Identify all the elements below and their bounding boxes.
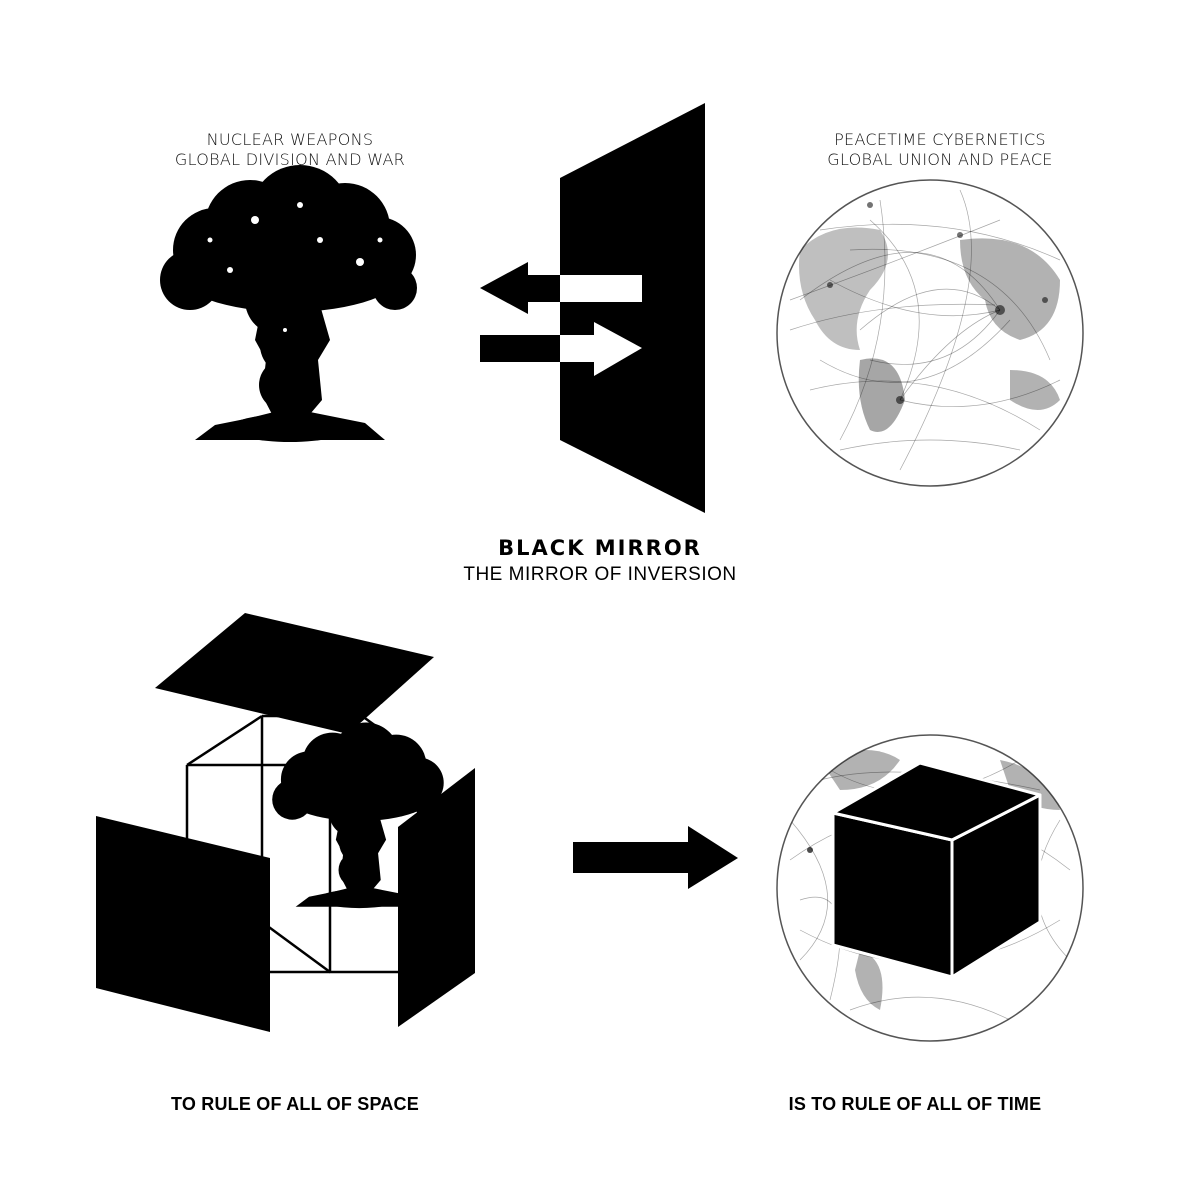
network-globe-with-cube-image bbox=[776, 734, 1084, 1042]
black-mirror-panel bbox=[560, 103, 705, 513]
cube-left-panel bbox=[96, 816, 270, 1032]
black-mirror-subtitle: THE MIRROR OF INVERSION bbox=[463, 564, 737, 585]
cube-top-panel bbox=[155, 613, 434, 734]
mushroom-cloud-image bbox=[160, 165, 417, 442]
time-caption: IS TO RULE OF ALL OF TIME bbox=[788, 1094, 1042, 1114]
nuclear-weapons-heading: NUCLEAR WEAPONS GLOBAL DIVISION AND WAR bbox=[140, 130, 440, 170]
peacetime-cybernetics-heading: PEACETIME CYBERNETICS GLOBAL UNION AND P… bbox=[780, 130, 1100, 170]
left-arrow-icon bbox=[480, 262, 642, 314]
right-arrow-bottom-icon bbox=[573, 826, 738, 889]
black-mirror-heading: BLACK MIRROR THE MIRROR OF INVERSION bbox=[430, 536, 770, 586]
peacetime-cybernetics-line1: PEACETIME CYBERNETICS bbox=[834, 130, 1046, 149]
black-mirror-title: BLACK MIRROR bbox=[498, 536, 702, 560]
exploded-cube-image bbox=[96, 613, 475, 1032]
nuclear-weapons-line2: GLOBAL DIVISION AND WAR bbox=[174, 150, 406, 169]
peacetime-cybernetics-line2: GLOBAL UNION AND PEACE bbox=[827, 150, 1053, 169]
cube-right-panel bbox=[398, 768, 475, 1027]
network-globe-image bbox=[776, 179, 1084, 487]
black-cube-icon bbox=[831, 761, 1042, 979]
right-arrow-icon bbox=[480, 322, 642, 376]
space-caption: TO RULE OF ALL OF SPACE bbox=[171, 1094, 419, 1114]
nuclear-weapons-line1: NUCLEAR WEAPONS bbox=[206, 130, 374, 149]
